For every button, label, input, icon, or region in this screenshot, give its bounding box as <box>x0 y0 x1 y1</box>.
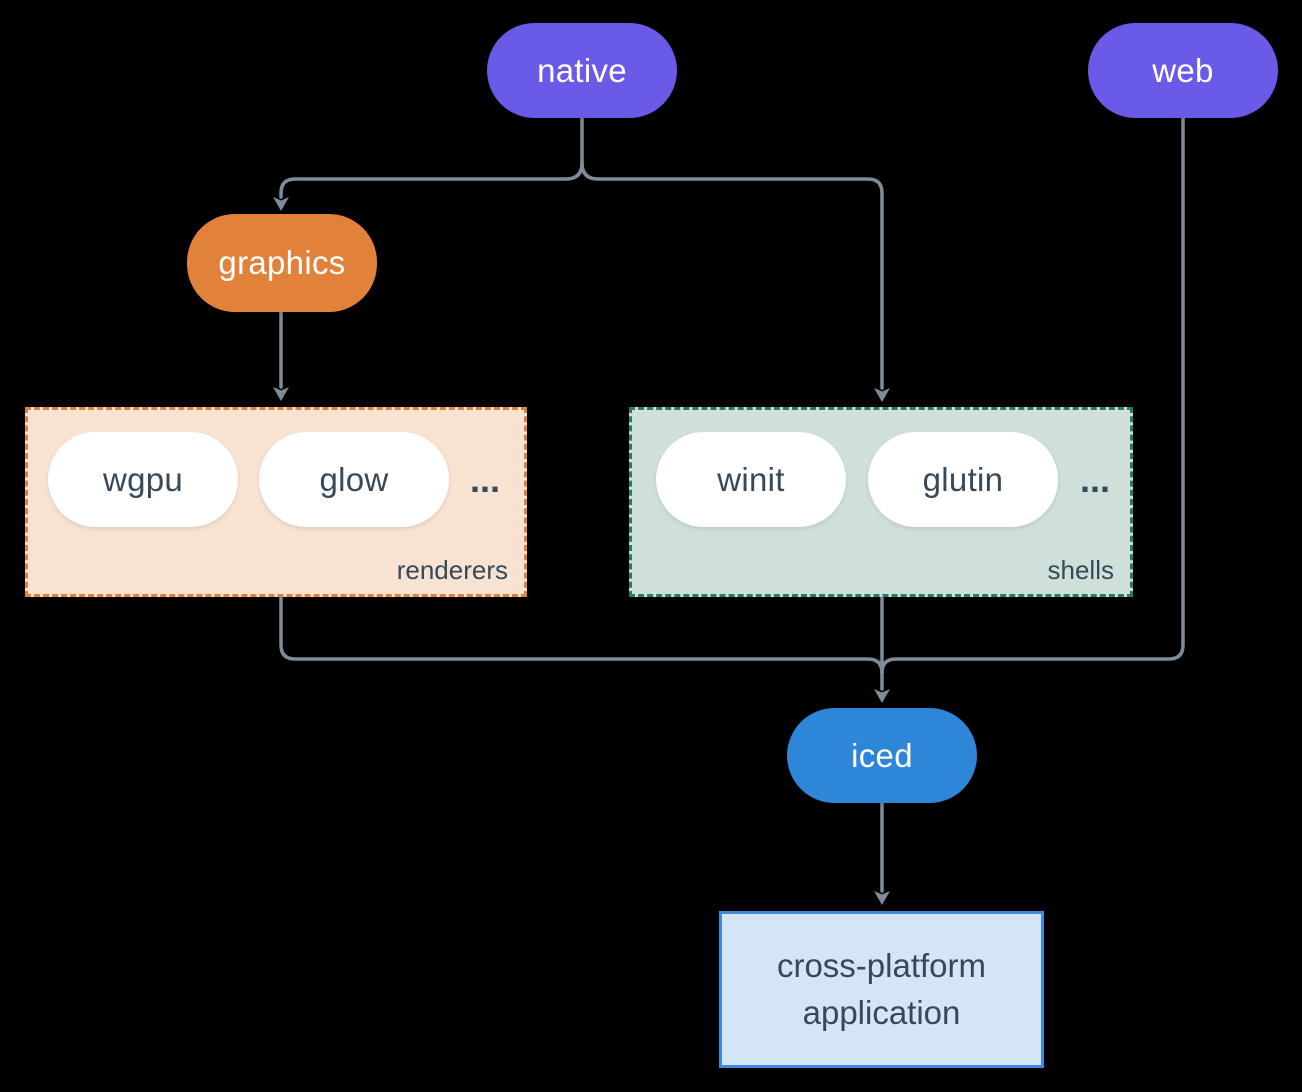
app-label-line2: application <box>802 993 961 1031</box>
node-cross-platform-application: cross-platform application <box>719 911 1044 1068</box>
node-graphics: graphics <box>187 214 377 312</box>
node-web: web <box>1088 23 1278 118</box>
renderers-group-label: renderers <box>396 555 508 585</box>
node-glutin: glutin <box>868 432 1058 527</box>
node-iced: iced <box>787 708 977 803</box>
edge-native-shells <box>596 177 884 390</box>
arrowhead-renderers <box>273 387 289 401</box>
app-label-line1: cross-platform <box>776 946 987 984</box>
arrowhead-app <box>874 891 890 905</box>
node-glow: glow <box>259 432 449 527</box>
node-wgpu: wgpu <box>48 432 238 527</box>
edge-native-flare-left <box>564 161 584 181</box>
shells-group-label: shells <box>1047 555 1114 585</box>
node-winit: winit <box>656 432 846 527</box>
arrowhead-graphics <box>273 197 289 211</box>
edge-native-flare-right <box>580 161 600 181</box>
node-native: native <box>487 23 677 118</box>
arrowhead-shells <box>874 388 890 402</box>
group-renderers: wgpu glow ... renderers <box>25 407 527 597</box>
shells-ellipsis: ... <box>1079 458 1110 500</box>
edge-native-graphics <box>279 177 568 199</box>
group-shells: winit glutin ... shells <box>629 407 1133 597</box>
edge-renderers-iced <box>279 595 884 675</box>
renderers-ellipsis: ... <box>469 458 500 500</box>
arrowhead-iced <box>874 689 890 703</box>
